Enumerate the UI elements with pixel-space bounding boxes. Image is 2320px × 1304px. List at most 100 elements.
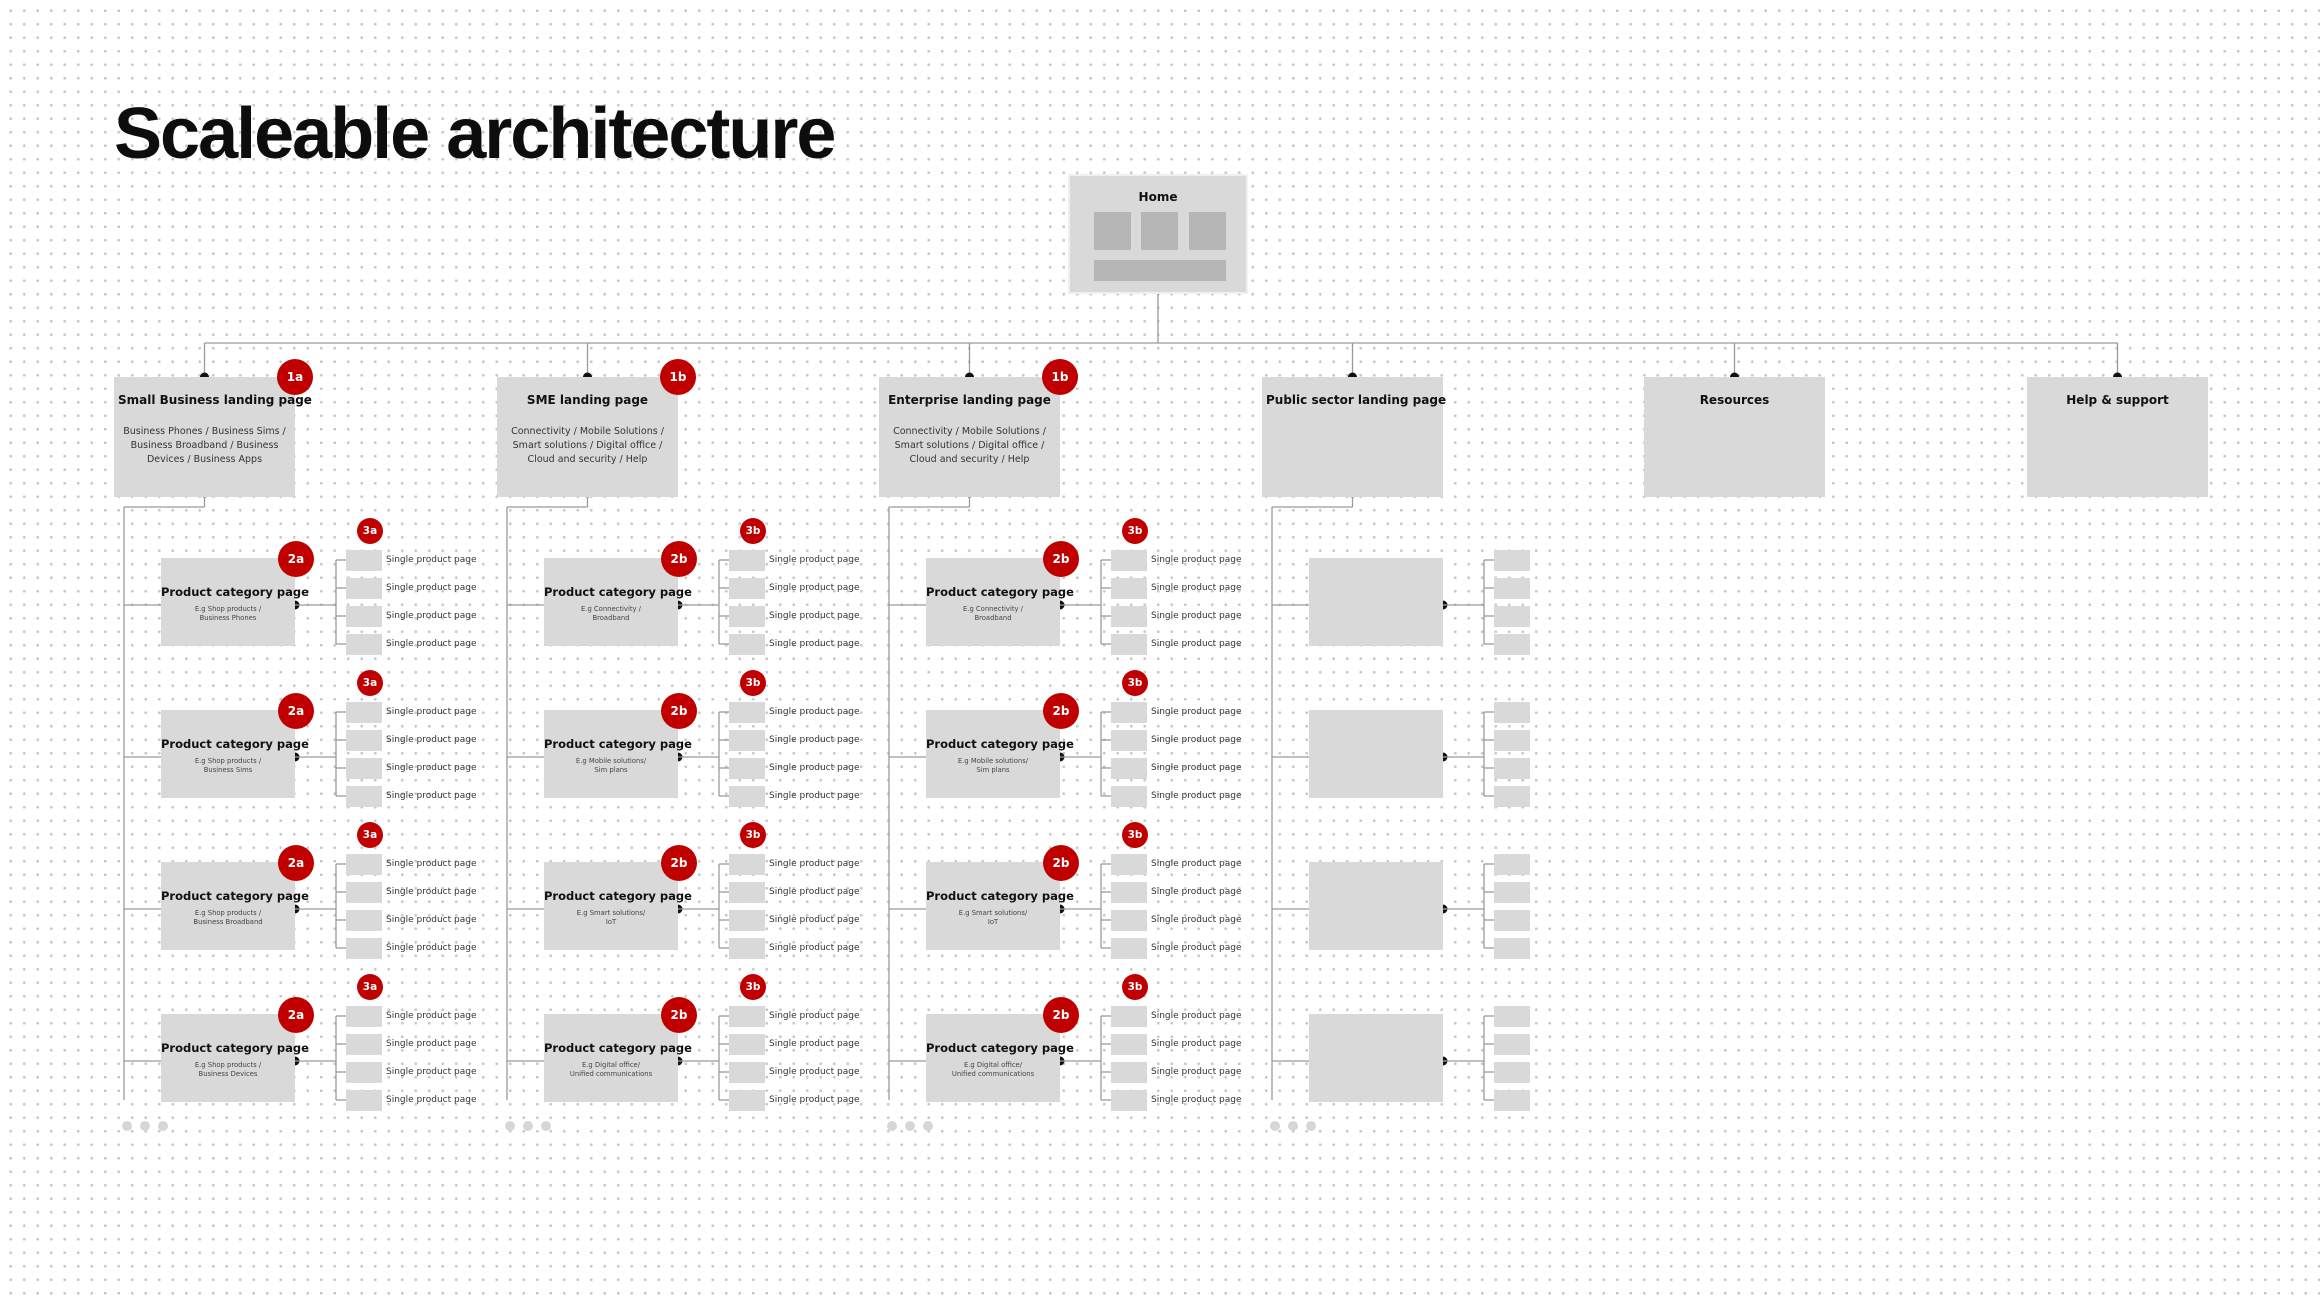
single-product-page[interactable] <box>1494 550 1530 571</box>
single-product-page[interactable] <box>346 634 382 655</box>
single-product-page[interactable] <box>1111 882 1147 903</box>
single-product-page[interactable] <box>1494 702 1530 723</box>
product-badge: 3b <box>1122 670 1148 696</box>
home-page-node[interactable]: Home <box>1068 174 1248 294</box>
single-product-page[interactable] <box>1494 578 1530 599</box>
single-product-page[interactable] <box>729 1062 765 1083</box>
single-product-page[interactable] <box>729 1006 765 1027</box>
single-product-page[interactable] <box>729 786 765 807</box>
product-label: Single product page <box>386 611 477 621</box>
category-badge: 2a <box>278 997 314 1033</box>
single-product-page[interactable] <box>1494 1090 1530 1111</box>
category-example: E.g Shop products / Business Broadband <box>193 909 263 926</box>
single-product-page[interactable] <box>346 854 382 875</box>
single-product-page[interactable] <box>729 606 765 627</box>
single-product-page[interactable] <box>346 606 382 627</box>
single-product-page[interactable] <box>1111 702 1147 723</box>
single-product-page[interactable] <box>1494 910 1530 931</box>
single-product-page[interactable] <box>1494 606 1530 627</box>
single-product-page[interactable] <box>1494 1062 1530 1083</box>
category-title: Product category page <box>161 1041 309 1055</box>
single-product-page[interactable] <box>729 730 765 751</box>
single-product-page[interactable] <box>346 938 382 959</box>
single-product-page[interactable] <box>346 702 382 723</box>
single-product-page[interactable] <box>729 758 765 779</box>
single-product-page[interactable] <box>346 1006 382 1027</box>
single-product-page[interactable] <box>1111 1034 1147 1055</box>
single-product-page[interactable] <box>1494 786 1530 807</box>
product-category-page[interactable] <box>1309 558 1443 646</box>
single-product-page[interactable] <box>1111 550 1147 571</box>
single-product-page[interactable] <box>346 730 382 751</box>
single-product-page[interactable] <box>1111 938 1147 959</box>
single-product-page[interactable] <box>346 786 382 807</box>
landing-page-help-support[interactable]: Help & support <box>2027 377 2208 497</box>
landing-page-resources[interactable]: Resources <box>1644 377 1825 497</box>
single-product-page[interactable] <box>346 758 382 779</box>
landing-title: Resources <box>1699 393 1770 407</box>
single-product-page[interactable] <box>1494 854 1530 875</box>
single-product-page[interactable] <box>729 634 765 655</box>
single-product-page[interactable] <box>1111 606 1147 627</box>
single-product-page[interactable] <box>346 882 382 903</box>
single-product-page[interactable] <box>346 1090 382 1111</box>
single-product-page[interactable] <box>1111 634 1147 655</box>
single-product-page[interactable] <box>729 550 765 571</box>
single-product-page[interactable] <box>729 882 765 903</box>
single-product-page[interactable] <box>1494 634 1530 655</box>
single-product-page[interactable] <box>1111 854 1147 875</box>
single-product-page[interactable] <box>729 1090 765 1111</box>
single-product-page[interactable] <box>346 1034 382 1055</box>
category-badge: 2b <box>661 541 697 577</box>
single-product-page[interactable] <box>1494 938 1530 959</box>
single-product-page[interactable] <box>729 910 765 931</box>
single-product-page[interactable] <box>1494 1006 1530 1027</box>
product-category-page[interactable] <box>1309 862 1443 950</box>
single-product-page[interactable] <box>346 578 382 599</box>
single-product-page[interactable] <box>1494 882 1530 903</box>
single-product-page[interactable] <box>1111 786 1147 807</box>
single-product-page[interactable] <box>1111 578 1147 599</box>
single-product-page[interactable] <box>1111 758 1147 779</box>
single-product-page[interactable] <box>1494 730 1530 751</box>
product-category-page[interactable] <box>1309 1014 1443 1102</box>
single-product-page[interactable] <box>729 854 765 875</box>
single-product-page[interactable] <box>1111 1062 1147 1083</box>
product-label: Single product page <box>769 555 860 565</box>
single-product-page[interactable] <box>1111 1006 1147 1027</box>
product-label: Single product page <box>386 943 477 953</box>
single-product-page[interactable] <box>1111 910 1147 931</box>
single-product-page[interactable] <box>729 578 765 599</box>
landing-page-public-sector[interactable]: Public sector landing page <box>1262 377 1446 497</box>
single-product-page[interactable] <box>1494 1034 1530 1055</box>
product-category-page[interactable] <box>1309 710 1443 798</box>
single-product-page[interactable] <box>1111 1090 1147 1111</box>
single-product-page[interactable] <box>1494 758 1530 779</box>
product-badge: 3a <box>357 822 383 848</box>
single-product-page[interactable] <box>729 938 765 959</box>
single-product-page[interactable] <box>729 1034 765 1055</box>
single-product-page[interactable] <box>1111 730 1147 751</box>
single-product-page[interactable] <box>729 702 765 723</box>
category-title: Product category page <box>161 737 309 751</box>
product-label: Single product page <box>769 1095 860 1105</box>
single-product-page[interactable] <box>346 550 382 571</box>
single-product-page[interactable] <box>346 1062 382 1083</box>
landing-title: Enterprise landing page <box>888 393 1051 407</box>
single-product-page[interactable] <box>346 910 382 931</box>
